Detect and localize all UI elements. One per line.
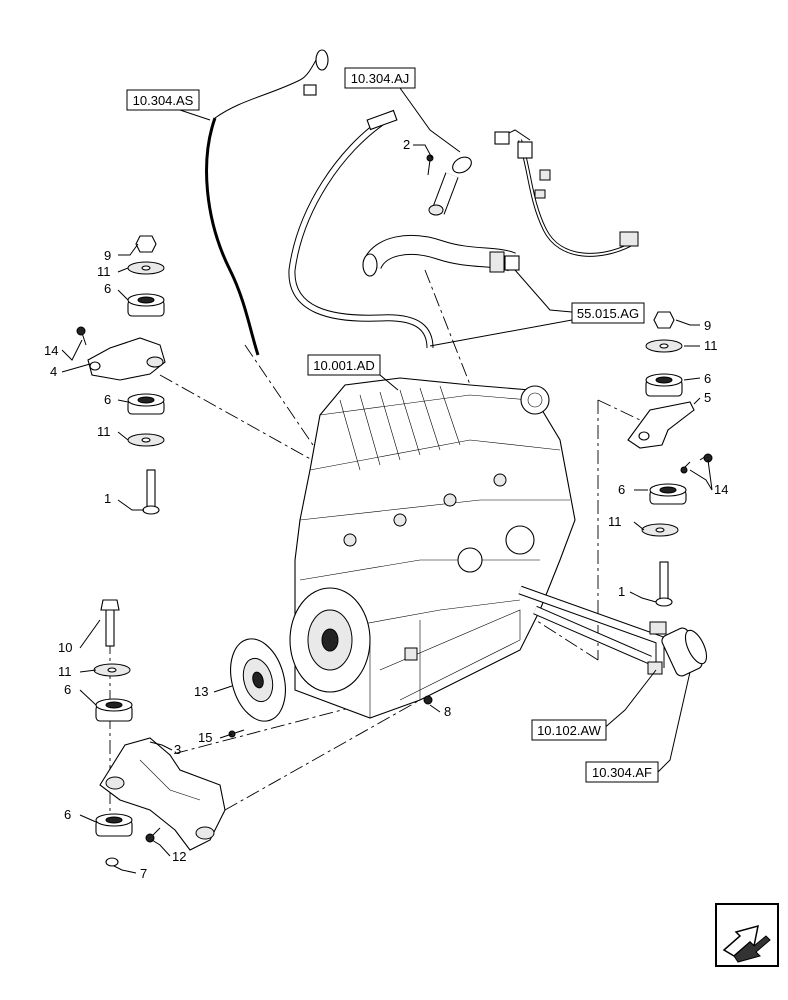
right-mount-stack	[627, 311, 713, 607]
exhaust-pipes	[518, 585, 665, 675]
engine-assembly	[289, 377, 576, 719]
flex-plate	[228, 638, 433, 738]
callout-1: 1	[618, 584, 625, 599]
reference-label: 10.304.AF	[592, 765, 652, 780]
callout-13: 13	[194, 684, 208, 699]
reference-box-10-304-as[interactable]: 10.304.AS	[126, 89, 200, 111]
callout-14: 14	[44, 343, 58, 358]
callout-3: 3	[174, 742, 181, 757]
reference-label: 55.015.AG	[577, 306, 639, 321]
reference-box-10-102-aw[interactable]: 10.102.AW	[531, 719, 607, 741]
next-page-arrow-icon[interactable]	[715, 903, 779, 967]
callout-8: 8	[444, 704, 451, 719]
callout-12: 12	[172, 849, 186, 864]
callout-6: 6	[64, 807, 71, 822]
lower-mount-stack	[93, 599, 226, 867]
callout-6: 6	[704, 371, 711, 386]
callout-11: 11	[608, 514, 622, 529]
reference-box-10-304-af[interactable]: 10.304.AF	[585, 761, 659, 783]
callout-numbers: 2 9 11 6 14 4 6 11 1 9 11 6 5 14 6 11 1 …	[44, 137, 728, 881]
reference-box-55-015-ag[interactable]: 55.015.AG	[571, 302, 645, 324]
breather-tube	[426, 154, 472, 216]
callout-1: 1	[104, 491, 111, 506]
filter-canister	[649, 621, 708, 677]
reference-label: 10.001.AD	[313, 358, 374, 373]
callout-9: 9	[104, 248, 111, 263]
callout-11: 11	[97, 424, 111, 439]
callout-11: 11	[97, 264, 111, 279]
callout-6: 6	[104, 281, 111, 296]
left-mount-stack	[76, 235, 166, 515]
coolant-hose	[288, 109, 434, 349]
callout-11: 11	[704, 338, 718, 353]
reference-label: 10.102.AW	[537, 723, 602, 738]
callout-6: 6	[64, 682, 71, 697]
reference-box-10-001-ad[interactable]: 10.001.AD	[307, 354, 381, 376]
callout-10: 10	[58, 640, 72, 655]
callout-2: 2	[403, 137, 410, 152]
callout-5: 5	[704, 390, 711, 405]
callout-6: 6	[104, 392, 111, 407]
reference-label: 10.304.AS	[133, 93, 194, 108]
reference-label: 10.304.AJ	[351, 71, 410, 86]
reference-box-10-304-aj[interactable]: 10.304.AJ	[344, 67, 416, 89]
callout-6: 6	[618, 482, 625, 497]
callout-15: 15	[198, 730, 212, 745]
callout-9: 9	[704, 318, 711, 333]
molded-hose	[362, 235, 520, 277]
callout-11: 11	[58, 664, 72, 679]
dipstick-tube	[205, 49, 329, 356]
callout-7: 7	[140, 866, 147, 881]
wire-harness	[494, 129, 639, 257]
callout-14: 14	[714, 482, 728, 497]
callout-4: 4	[50, 364, 57, 379]
